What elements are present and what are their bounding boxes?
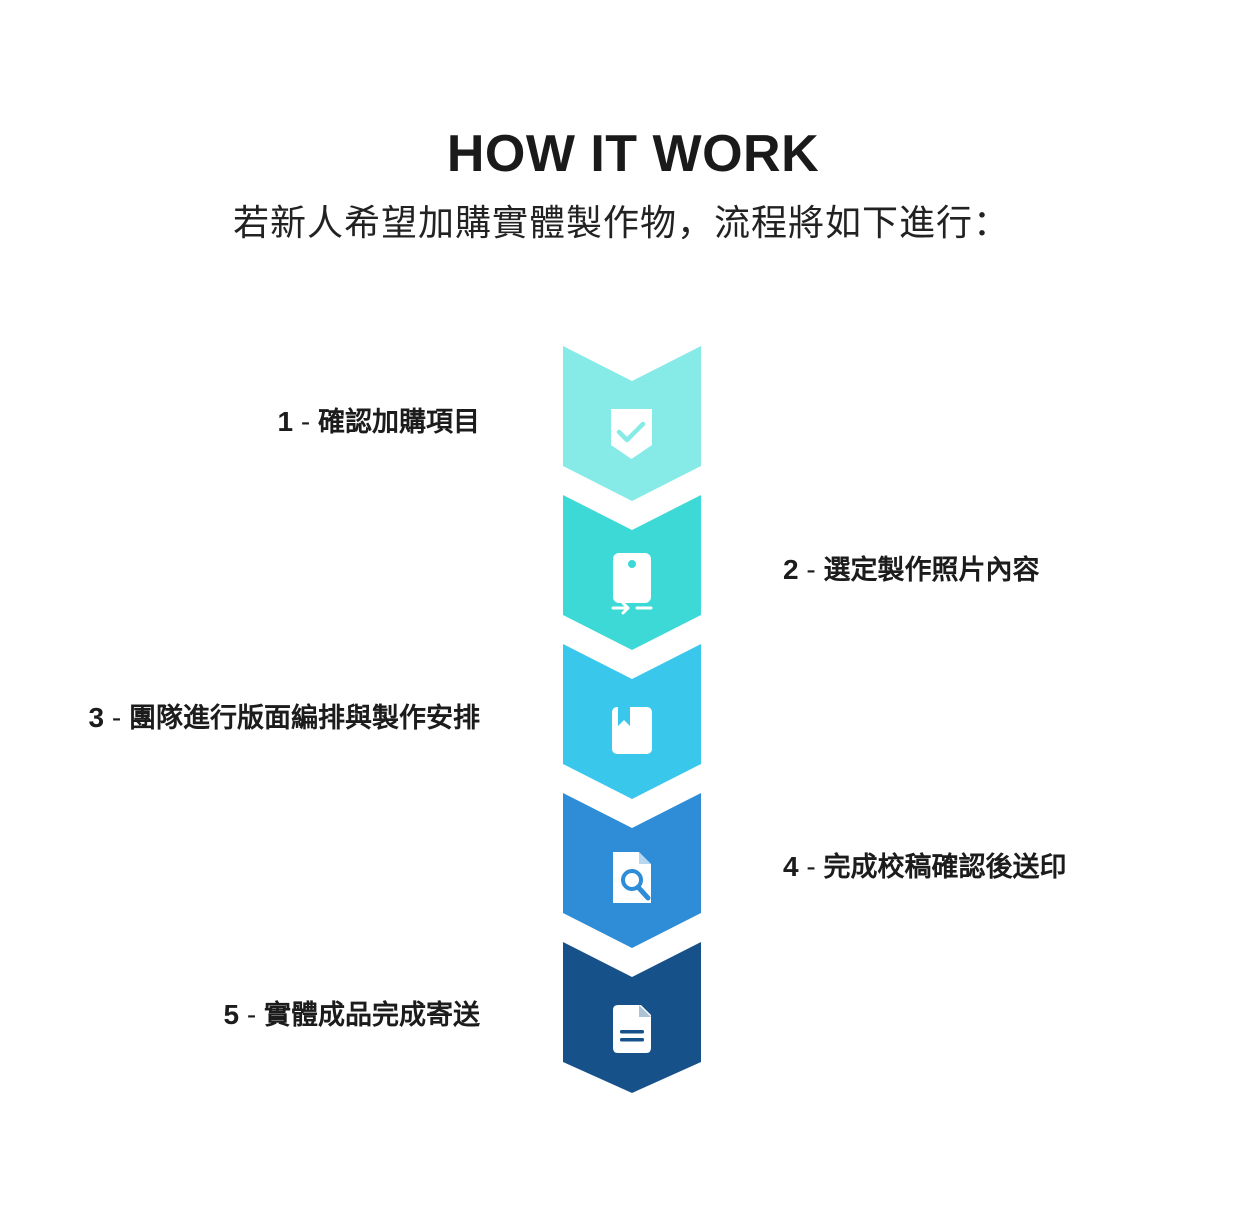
step-5-separator: - <box>239 999 264 1030</box>
step-1-separator: - <box>293 406 318 437</box>
step-4-label: 4 - 完成校稿確認後送印 <box>783 850 1066 885</box>
phone-transfer-icon <box>611 553 653 615</box>
process-chevron-column <box>563 346 701 1093</box>
step-4-text: 完成校稿確認後送印 <box>823 852 1067 883</box>
step-2-label: 2 - 選定製作照片內容 <box>783 553 1039 588</box>
step-3-separator: - <box>104 702 129 733</box>
step-4-separator: - <box>798 851 824 882</box>
document-lines-icon <box>613 1005 651 1053</box>
step-3-chevron <box>563 644 701 799</box>
step-3-text: 團隊進行版面編排與製作安排 <box>129 703 480 734</box>
step-5-chevron <box>563 942 701 1093</box>
step-1-chevron <box>563 346 701 501</box>
shield-check-icon <box>611 409 652 459</box>
step-5-label: 5 - 實體成品完成寄送 <box>224 998 480 1033</box>
step-2-separator: - <box>798 554 824 585</box>
page-subtitle: 若新人希望加購實體製作物，流程將如下進行： <box>232 203 1010 244</box>
step-4-chevron <box>563 793 701 948</box>
step-1-text: 確認加購項目 <box>318 407 480 438</box>
step-1-label: 1 - 確認加購項目 <box>278 405 480 440</box>
step-3-number: 3 <box>88 702 105 733</box>
step-2-number: 2 <box>783 554 799 585</box>
document-search-icon <box>613 852 651 903</box>
step-5-text: 實體成品完成寄送 <box>264 1000 480 1031</box>
bookmark-book-icon <box>612 707 652 754</box>
step-3-label: 3 - 團隊進行版面編排與製作安排 <box>89 701 480 736</box>
step-4-number: 4 <box>783 851 799 882</box>
step-5-number: 5 <box>223 999 240 1030</box>
step-1-number: 1 <box>277 406 294 437</box>
step-2-chevron <box>563 495 701 650</box>
step-2-text: 選定製作照片內容 <box>823 555 1040 586</box>
page-title: HOW IT WORK <box>446 125 820 183</box>
